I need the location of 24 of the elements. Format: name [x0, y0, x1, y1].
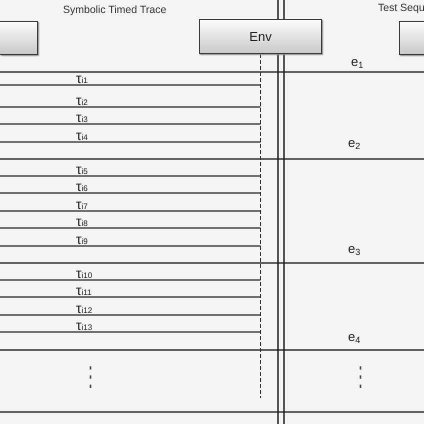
vertical-ellipsis: ⋮ — [83, 364, 98, 391]
message-line — [0, 296, 260, 298]
participant-box: Env — [199, 19, 322, 54]
message-line — [0, 227, 260, 229]
message-line — [0, 141, 260, 143]
message-line — [0, 245, 260, 247]
event-label: e$_{1}$ — [351, 55, 364, 70]
message-line — [0, 106, 260, 108]
message-line — [0, 210, 260, 212]
message-line — [0, 84, 260, 86]
event-label: e$_{3}$ — [348, 242, 360, 257]
message-line — [0, 314, 260, 316]
message-line — [0, 123, 260, 125]
message-line — [0, 192, 260, 194]
panel-heading: Symbolic Timed Trace — [63, 5, 166, 16]
participant-box — [399, 21, 424, 55]
lifeline — [260, 54, 261, 398]
message-line — [0, 279, 260, 281]
vertical-ellipsis: ⋮ — [353, 364, 368, 391]
event-label: e$_{2}$ — [348, 136, 360, 151]
message-line — [0, 175, 260, 177]
event-label: e$_{4}$ — [348, 330, 360, 345]
participant-box — [0, 21, 38, 55]
message-line — [0, 331, 260, 333]
